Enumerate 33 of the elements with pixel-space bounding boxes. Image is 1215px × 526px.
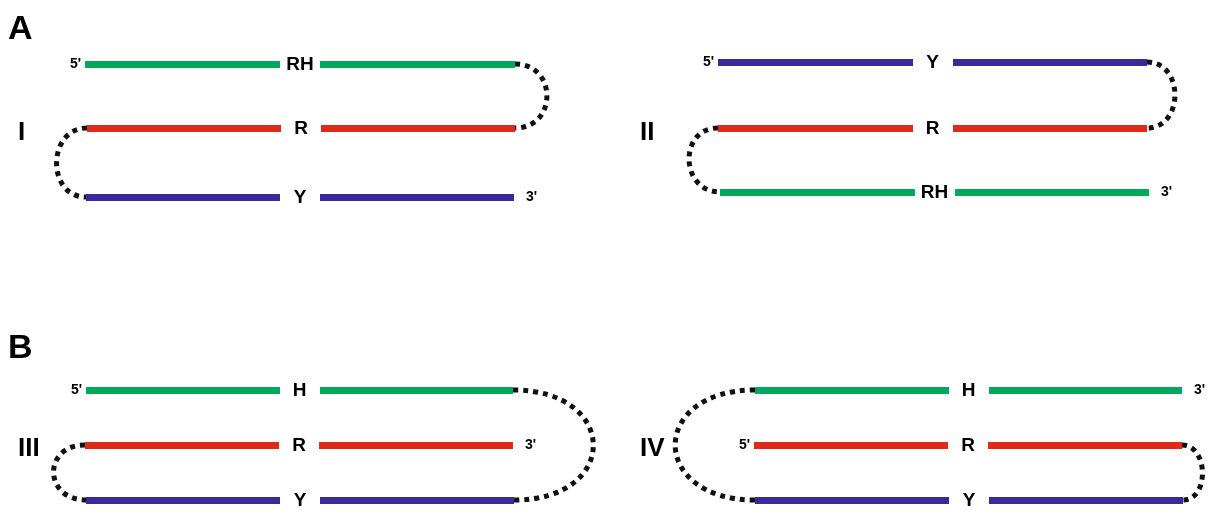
strand-label: Y [961,488,977,512]
strand-end-label: 3' [1161,183,1173,199]
structure-numeral: II [640,116,655,147]
strand-label: RH [285,52,315,76]
dotted-loop [512,387,596,503]
strand-label: Y [925,50,940,74]
panel-letter: B [8,327,33,366]
strand-label: H [960,378,977,402]
strand-label: Y [292,185,308,209]
dotted-loop [51,442,87,503]
strand-label: R [924,116,941,140]
structure-numeral: III [18,432,40,463]
structure-numeral: I [18,116,26,147]
strand-end-label: 3' [525,436,537,452]
strand-end-label: 5' [702,53,714,69]
strand-label: H [291,378,308,402]
strand-end-label: 5' [69,55,81,71]
strand-label: R [293,116,309,140]
dotted-loop [514,61,550,131]
strand-end-label: 3' [1194,381,1206,397]
strand-label: R [291,433,307,457]
strand-end-label: 5' [70,381,82,397]
strand-end-label: 3' [526,188,538,204]
strand-end-label: 5' [738,436,750,452]
structure-numeral: IV [640,432,665,463]
strand-label: R [960,433,976,457]
strand-label: Y [292,488,308,512]
dotted-loop [672,387,756,503]
dotted-loop [686,125,721,195]
dotted-loop [1146,59,1178,131]
strand-label: RH [919,180,950,204]
dotted-loop [54,125,88,200]
panel-letter: A [8,8,33,47]
